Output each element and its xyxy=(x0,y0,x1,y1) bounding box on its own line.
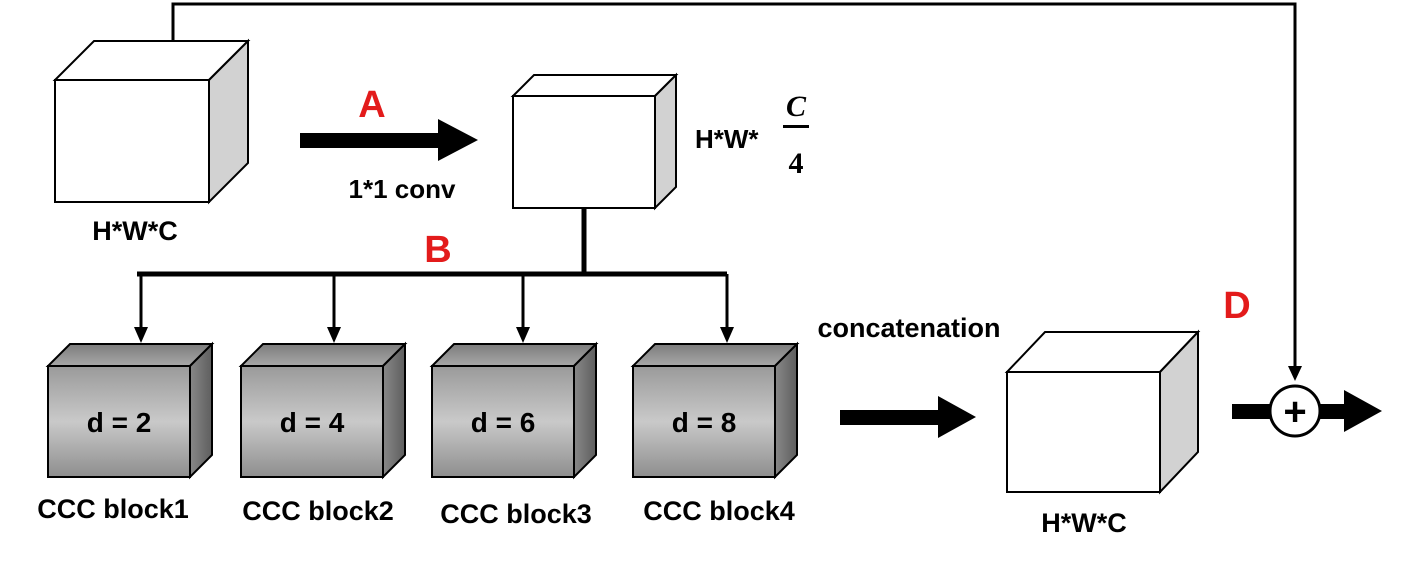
conv-label: 1*1 conv xyxy=(349,174,456,204)
ccc-block-3: d = 6 xyxy=(429,341,599,480)
step-b-letter: B xyxy=(424,229,451,271)
fraction-bar xyxy=(783,125,809,128)
ccc-block-name-4: CCC block4 xyxy=(643,496,795,526)
reduced-dims-denominator: 4 xyxy=(789,147,804,180)
dilation-label-2: d = 4 xyxy=(280,407,345,438)
step-a-letter: A xyxy=(358,84,385,126)
residual-add: + xyxy=(1232,384,1382,438)
add-operator-symbol: + xyxy=(1283,390,1306,434)
input-cube xyxy=(52,38,251,205)
step-d-letter: D xyxy=(1223,285,1250,327)
dilation-label-4: d = 8 xyxy=(672,407,737,438)
reduced-dims-label: H*W* C 4 xyxy=(695,90,809,180)
reduced-dims-prefix: H*W* xyxy=(695,124,759,154)
input-dims-label: H*W*C xyxy=(92,216,178,246)
ccc-block-2: d = 4 xyxy=(238,341,408,480)
ccc-block-name-1: CCC block1 xyxy=(37,494,189,524)
output-arrow xyxy=(1344,390,1382,432)
add-operator-circle xyxy=(1268,384,1322,438)
branch-lines xyxy=(134,208,734,343)
ccc-block-name-3: CCC block3 xyxy=(440,499,592,529)
ccc-block-4: d = 8 xyxy=(630,341,800,480)
reduced-cube xyxy=(510,72,679,211)
concat-arrow xyxy=(840,396,976,438)
conv-arrow xyxy=(300,119,478,161)
dilation-label-3: d = 6 xyxy=(471,407,536,438)
output-dims-label: H*W*C xyxy=(1041,508,1127,538)
reduced-dims-numerator: C xyxy=(786,90,807,123)
dilation-label-1: d = 2 xyxy=(87,407,152,438)
residual-connection xyxy=(171,2,1302,381)
ccc-block-1: d = 2 xyxy=(45,341,215,480)
ccc-block-name-2: CCC block2 xyxy=(242,496,394,526)
concatenation-label: concatenation xyxy=(817,313,1000,343)
output-cube xyxy=(1004,329,1201,495)
